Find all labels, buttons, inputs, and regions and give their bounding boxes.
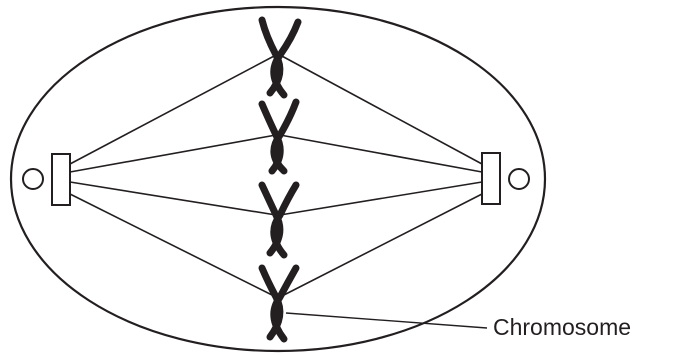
spindle-fiber: [280, 55, 482, 164]
spindle-fiber: [70, 55, 276, 164]
chromosome-label: Chromosome: [493, 314, 631, 340]
chromosome: [262, 20, 298, 95]
left-centriole: [23, 169, 43, 189]
right-spindle-pole: [482, 153, 500, 204]
spindle-fiber: [70, 135, 276, 172]
chromosome-leader-line: [286, 313, 487, 328]
chromosome: [262, 185, 296, 255]
right-centriole: [509, 169, 529, 189]
chromosome: [262, 268, 296, 339]
left-spindle-pole: [52, 154, 70, 205]
spindle-fibers: [70, 55, 482, 297]
spindle-fiber: [280, 135, 482, 172]
